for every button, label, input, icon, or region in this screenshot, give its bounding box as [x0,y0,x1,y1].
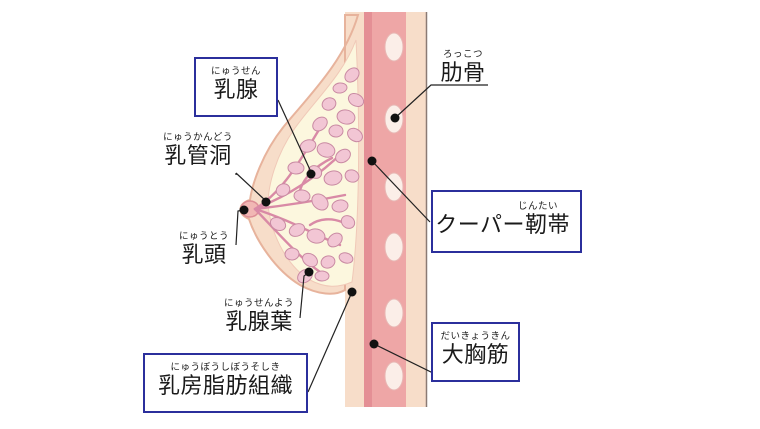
lobule [275,183,291,197]
ruby-nyukando: にゅうかんどう [163,132,233,143]
lobule [288,223,306,237]
leader-dot [390,113,400,123]
leader-dot [304,267,314,277]
leader-dot [306,169,316,179]
lobule [344,169,360,183]
label-nyusenyo: にゅうせんよう 乳腺葉 [218,299,300,334]
leader-line [371,160,431,223]
leader-dot [367,156,377,166]
lobule [321,97,337,111]
ruby-nyusen: にゅうせん [210,66,261,77]
text-daikyokin: 大胸筋 [441,342,510,368]
rib [384,361,404,391]
ruby-daikyokin: だいきょうきん [440,331,511,342]
label-nyusen: にゅうせん 乳腺 [194,57,278,117]
lobule [320,255,336,269]
lobule [335,148,351,164]
lobule [302,252,318,268]
text-cooper: クーパー靭帯 [435,212,570,238]
lobule [328,124,344,138]
lobule [338,252,354,264]
label-nyuto: にゅうとう 乳頭 [172,232,236,267]
leader-line [307,291,353,393]
leader-line [277,99,312,173]
ruby-rokkotsu: ろっこつ [442,49,483,60]
leader-dot [261,197,271,207]
lobule [344,67,360,83]
text-nyubo: 乳房脂肪組織 [157,373,293,399]
leader-dot [347,287,357,297]
ruby-nyusenyo: にゅうせんよう [223,298,294,309]
label-cooper: じんたい クーパー靭帯 [431,190,582,253]
lobule [340,215,356,229]
lobule [284,247,300,261]
lobule [331,199,349,213]
ruby-cooper: じんたい [517,201,558,212]
lobule [287,161,305,175]
leader-line [394,84,488,119]
rib [384,32,404,62]
rib [384,232,404,262]
lobule [311,193,329,211]
text-nyuto: 乳頭 [181,242,227,268]
leader-dots [239,113,400,349]
lobule [312,116,328,132]
lobule [347,127,363,143]
text-nyukando: 乳管洞 [164,143,232,169]
label-rokkotsu: ろっこつ 肋骨 [431,50,495,85]
lobule [347,92,365,108]
lobule [314,270,330,282]
lobule [323,170,343,186]
lobule [332,82,348,94]
lobule [293,189,311,203]
lobule [316,142,336,158]
text-nyusen: 乳腺 [213,77,259,103]
pectoral-muscle-shade [364,12,372,407]
label-nyubo: にゅうぼうしぼうそしき 乳房脂肪組織 [143,353,308,413]
label-nyukando: にゅうかんどう 乳管洞 [152,133,244,168]
lobule [269,217,287,231]
label-daikyokin: だいきょうきん 大胸筋 [431,322,520,382]
leader-dot [369,339,379,349]
leader-line [235,172,267,202]
text-nyusenyo: 乳腺葉 [225,309,293,335]
lobule [306,228,326,244]
rib [384,298,404,328]
lobule [336,109,356,125]
mammary-lobules [269,67,365,284]
text-rokkotsu: 肋骨 [440,60,486,86]
lobule [327,232,343,248]
ruby-nyubo: にゅうぼうしぼうそしき [170,362,281,373]
ruby-nyuto: にゅうとう [178,231,229,242]
leader-dot [239,205,249,215]
